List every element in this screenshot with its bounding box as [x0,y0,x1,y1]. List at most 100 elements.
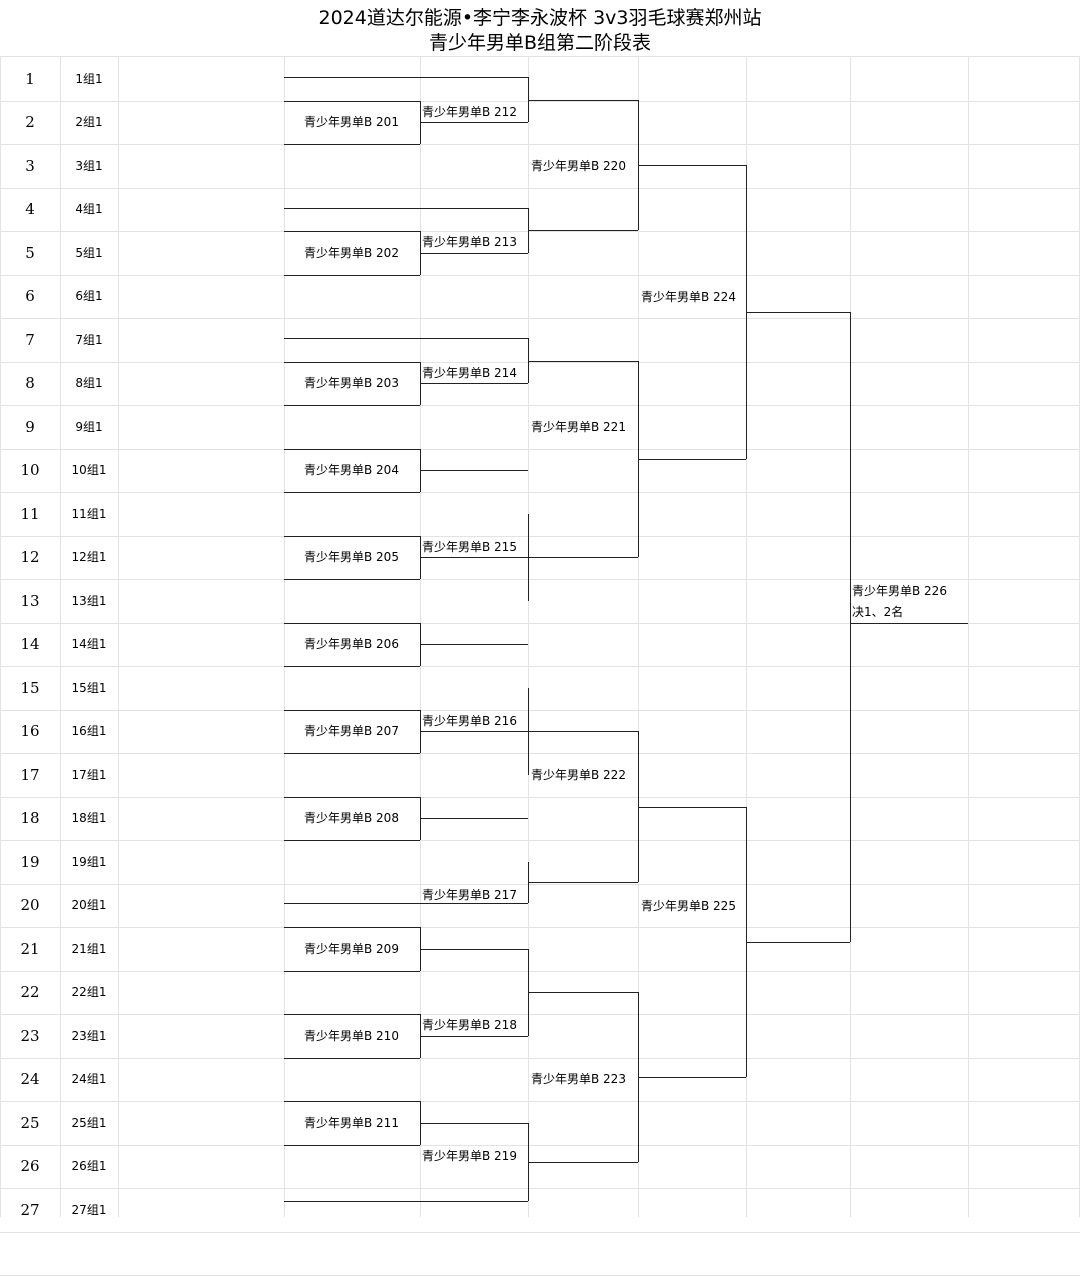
bracket-line [284,1057,420,1059]
match-label-round2: 青少年男单B 216 [422,713,517,728]
bracket-line [284,1101,420,1102]
row-number: 19 [20,852,40,871]
group-label: 24组1 [71,1072,107,1087]
grid-line [0,274,1080,276]
match-label-round1: 青少年男单B 210 [304,1028,399,1043]
match-label-round3: 青少年男单B 222 [531,767,626,782]
group-label: 9组1 [75,419,103,434]
bracket-line [420,383,528,385]
bracket-line [284,840,420,841]
bracket-line [284,970,420,972]
bracket-line [420,1122,528,1124]
bracket-line [284,77,528,78]
grid-line [528,56,529,1217]
bracket-line [746,311,850,313]
group-label: 14组1 [71,637,107,652]
group-label: 10组1 [71,463,107,478]
bracket-sheet: 2024道达尔能源•李宁李永波杯 3v3羽毛球赛郑州站 青少年男单B组第二阶段表… [0,7,1080,1276]
match-label-round1: 青少年男单B 201 [304,115,399,130]
bracket-line [284,144,420,145]
group-label: 12组1 [71,550,107,565]
grid-line [0,579,1080,580]
group-label: 8组1 [75,376,103,391]
bracket-line [284,709,420,711]
grid-line [0,318,1080,319]
grid-line [0,231,1080,232]
match-label-round4: 青少年男单B 225 [641,898,736,913]
match-label-round1: 青少年男单B 206 [304,637,399,652]
group-label: 1组1 [75,71,103,86]
match-label-round2: 青少年男单B 212 [422,104,517,119]
bracket-line [638,164,746,166]
group-label: 25组1 [71,1115,107,1130]
final-note: 决1、2名 [852,605,904,619]
bracket-line [746,941,850,943]
grid-line [0,709,1080,711]
bracket-line [284,405,420,406]
grid-line [0,622,1080,624]
bracket-line [284,1201,528,1202]
bracket-line [420,818,528,820]
bracket-line [850,311,851,942]
row-number: 16 [20,722,40,741]
group-label: 17组1 [71,767,107,782]
match-label-round1: 青少年男单B 211 [304,1115,399,1130]
grid-line [638,56,639,1217]
row-number: 12 [20,548,40,567]
bracket-line [284,274,420,276]
row-number: 26 [20,1157,40,1176]
bracket-line [638,458,746,460]
match-label-round3: 青少年男单B 221 [531,419,626,434]
row-number: 11 [20,504,40,523]
match-label-round1: 青少年男单B 207 [304,724,399,739]
bracket-line [420,948,528,950]
row-number: 2 [25,113,35,132]
grid-line [0,1188,1080,1189]
sheet-subtitle: 青少年男单B组第二阶段表 [428,32,652,54]
bracket-line [284,338,528,339]
bracket-line [420,470,528,472]
grid-line [0,753,1080,754]
match-label-round2: 青少年男单B 218 [422,1018,517,1032]
row-number: 3 [25,156,35,175]
match-label-round4: 青少年男单B 224 [641,289,736,304]
bracket-line [528,360,638,362]
final-match-label: 青少年男单B 226 [852,584,947,598]
match-label-round2: 青少年男单B 217 [422,887,517,902]
match-label-round2: 青少年男单B 219 [422,1148,517,1163]
group-label: 23组1 [71,1028,107,1043]
row-number: 14 [20,635,40,654]
group-label: 2组1 [75,115,103,130]
bracket-line [528,99,638,101]
group-label: 19组1 [71,854,107,869]
bracket-line [638,1077,746,1079]
group-label: 4组1 [75,202,103,217]
grid-line [284,56,285,1217]
bracket-line [528,557,638,559]
bracket-line [284,796,420,798]
grid-line [0,405,1080,406]
group-label: 22组1 [71,985,107,1000]
group-label: 16组1 [71,724,107,739]
group-label: 13组1 [71,593,107,608]
grid-line [0,1144,1080,1146]
grid-line [968,56,969,1217]
row-number: 1 [25,69,35,88]
match-label-round2: 青少年男单B 213 [422,235,517,249]
grid-line [118,56,119,1217]
match-label-round3: 青少年男单B 223 [531,1072,626,1087]
row-number: 15 [20,678,40,697]
group-label: 20组1 [71,898,107,913]
match-label-round1: 青少年男单B 205 [304,550,399,565]
bracket-line [284,753,420,754]
group-label: 18组1 [71,811,107,826]
match-label-round2: 青少年男单B 215 [422,539,517,554]
row-number: 9 [25,417,35,436]
row-number: 7 [25,330,35,349]
grid-line [0,187,1080,189]
bracket-line [284,902,528,904]
group-label: 5组1 [75,245,103,260]
row-number: 17 [20,765,40,784]
match-label-round1: 青少年男单B 204 [304,463,399,478]
grid-line [0,448,1080,450]
